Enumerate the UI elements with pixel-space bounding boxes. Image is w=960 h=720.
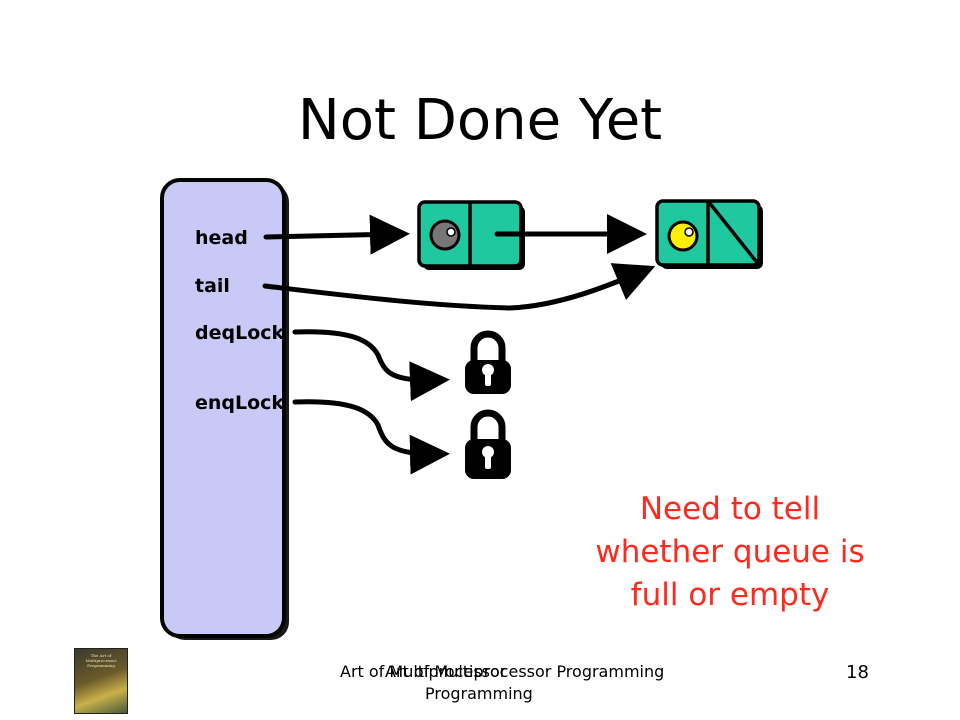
note-line: whether queue is — [595, 534, 865, 570]
slide-title: Not Done Yet — [297, 88, 663, 153]
book-cover-image: The Art of Multiprocessor Programming — [74, 648, 128, 714]
note-line: full or empty — [630, 577, 830, 613]
sentinel-value-icon — [429, 219, 461, 251]
callout-note: Need to tell whether queue is full or em… — [540, 488, 920, 617]
sentinel-node — [417, 200, 525, 270]
queue-object — [160, 178, 289, 640]
book-cover-title: The Art of Multiprocessor Programming — [85, 653, 117, 668]
item-value-icon — [667, 220, 699, 252]
field-enqlock: enqLock — [195, 392, 285, 414]
field-tail: tail — [195, 275, 230, 297]
enq-lock-icon — [465, 409, 511, 479]
footer-course-title-overlap: Art of Multiprocessor — [340, 662, 507, 681]
enqlock-pointer — [292, 399, 450, 475]
note-line: Need to tell — [639, 491, 821, 527]
field-head: head — [195, 227, 248, 249]
head-pointer — [263, 214, 410, 255]
field-deqlock: deqLock — [195, 322, 285, 344]
deq-lock-icon — [465, 330, 511, 394]
footer-course-title: Art of Multiprocessor Programming — [385, 662, 665, 681]
deqlock-pointer — [292, 329, 450, 402]
tail-pointer — [262, 263, 656, 311]
footer-course-title-line2: Programming — [425, 684, 533, 703]
null-pointer-slash — [706, 199, 761, 267]
pointer-arrows — [262, 214, 656, 475]
page-number: 18 — [846, 662, 869, 683]
last-node — [655, 199, 763, 269]
